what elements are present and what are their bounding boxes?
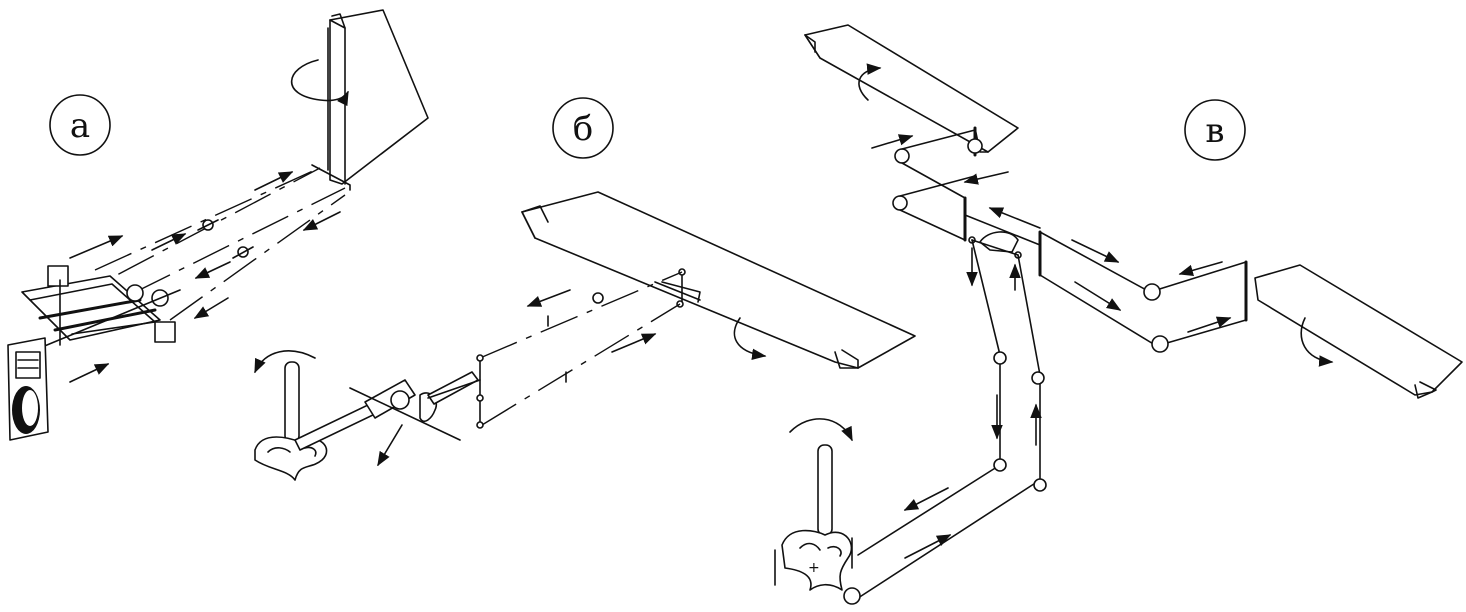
bell-crank	[968, 231, 1022, 259]
rudder-rotation-arrow	[290, 59, 349, 107]
cable-arrows-c-upper	[871, 134, 1232, 333]
variant-b: б	[254, 97, 916, 481]
variant-c-label-text: в	[1205, 111, 1224, 151]
elevator-cables	[476, 271, 683, 429]
pedal-bar	[21, 265, 181, 353]
upper-aileron-arrow	[858, 63, 882, 101]
lower-aileron	[1254, 264, 1463, 399]
elevator-surface	[521, 191, 916, 369]
control-stick	[254, 361, 481, 481]
control-box	[7, 337, 49, 441]
stick-cables-c	[843, 239, 1047, 605]
cable-arrows-b	[526, 289, 657, 353]
variant-a: а	[7, 9, 429, 441]
variant-c: в	[774, 24, 1463, 605]
cable-arrows-c-lower	[903, 247, 1042, 559]
control-stick-c: +	[774, 444, 853, 591]
lower-aileron-arrow	[1300, 317, 1334, 367]
aileron-cables	[892, 129, 1247, 353]
variant-b-label-text: б	[573, 109, 593, 149]
rudder-cables	[59, 167, 346, 323]
stick-rotation-arrow-c	[789, 418, 853, 442]
stick-push-arrow	[377, 424, 403, 467]
cable-arrows-a	[69, 171, 341, 383]
svg-text:+: +	[808, 560, 820, 576]
rudder-surface	[311, 9, 429, 191]
variant-c-label: в	[1184, 99, 1246, 161]
variant-a-label-text: а	[70, 106, 90, 146]
stick-rotation-arrow	[254, 350, 316, 374]
variant-b-label: б	[552, 97, 614, 159]
variant-a-label: а	[49, 94, 111, 156]
elevator-rotation-arrow	[733, 317, 767, 360]
elevator-horn	[661, 268, 701, 308]
upper-aileron	[804, 24, 1019, 153]
